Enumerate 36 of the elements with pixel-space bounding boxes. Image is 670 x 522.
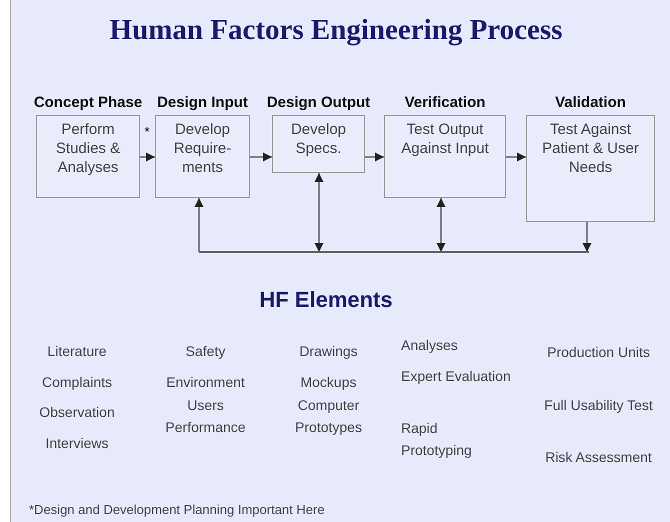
element-item: Observation (38, 403, 116, 422)
title: Human Factors Engineering Process (108, 14, 564, 47)
element-item: Mockups (299, 373, 358, 392)
arrow (140, 152, 155, 162)
step-text: Develop Specs. (290, 120, 348, 158)
element-item: Risk Assessment (544, 448, 653, 467)
element-item: Safety (184, 342, 226, 361)
arrow (314, 173, 324, 252)
footnote: *Design and Development Planning Important Here (29, 501, 326, 519)
section-heading: HF Elements (258, 286, 394, 314)
element-item: Expert Evaluation (401, 367, 511, 386)
arrow (436, 198, 446, 252)
element-item: Users Performance (164, 396, 247, 437)
step-text: Test Against Patient & User Needs (541, 120, 640, 177)
phase-heading: Design Output (266, 93, 372, 112)
feedback-line (199, 251, 589, 253)
element-item: Literature (46, 342, 108, 361)
element-item: Complaints (40, 373, 114, 392)
element-item: Production Units (546, 343, 651, 362)
element-item: Drawings (298, 342, 359, 361)
phase-heading: Validation (554, 93, 627, 112)
element-item: Computer Prototypes (294, 396, 363, 437)
step-text: Perform Studies & Analyses (54, 120, 122, 177)
arrow (194, 198, 204, 252)
element-item: Full Usability Test (543, 396, 654, 415)
arrow (582, 222, 592, 252)
element-item: Environment (165, 373, 246, 392)
element-item: Interviews (44, 434, 110, 453)
phase-heading: Concept Phase (32, 93, 144, 112)
arrow (506, 152, 526, 162)
arrow (250, 152, 272, 162)
element-item: Analyses (401, 336, 459, 355)
arrow (365, 152, 384, 162)
element-item: Rapid Prototyping (401, 419, 473, 460)
step-text: Develop Require- ments (172, 120, 232, 177)
step-text: Test Output Against Input (400, 120, 490, 158)
